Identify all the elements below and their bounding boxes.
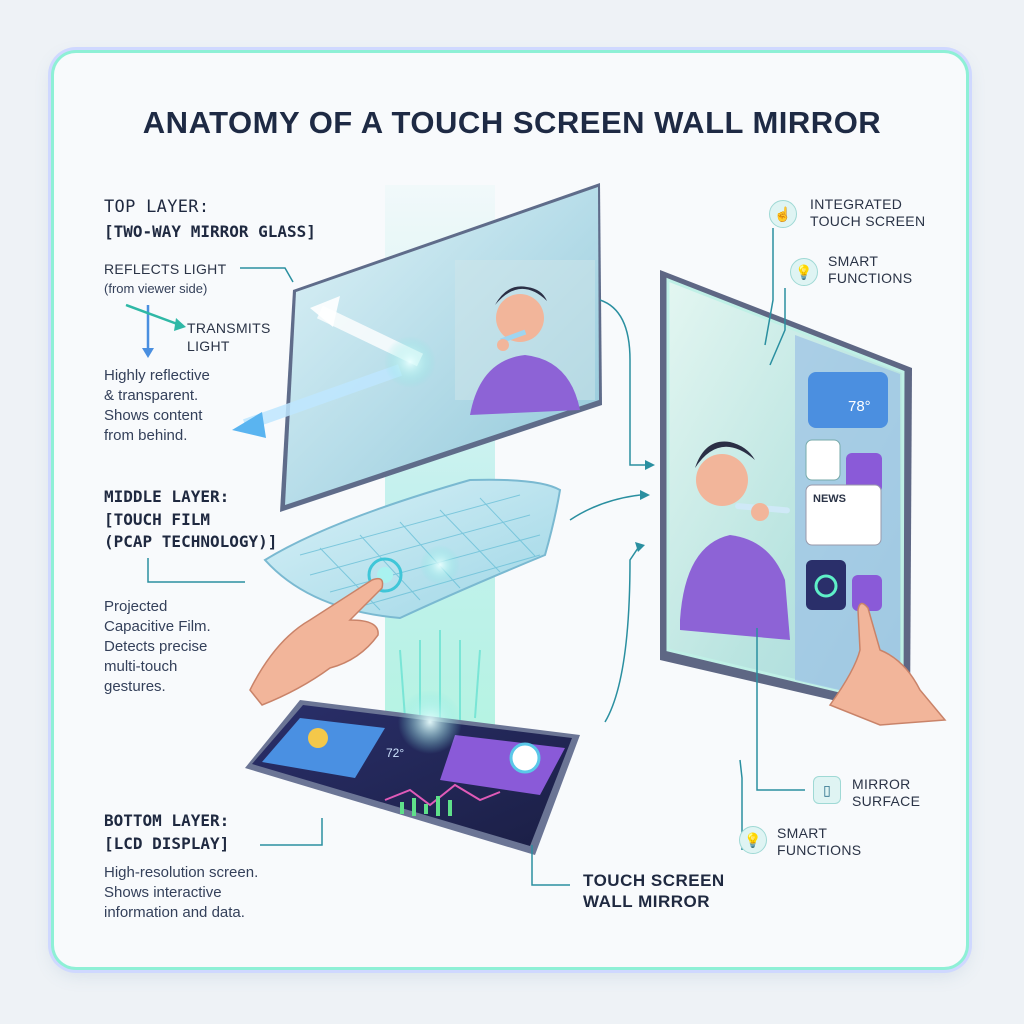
top-layer-subheading: [TWO-WAY MIRROR GLASS] xyxy=(104,222,316,241)
top-layer-desc-3: Shows content xyxy=(104,407,203,424)
integrated-touch-label-2: TOUCH SCREEN xyxy=(810,213,926,229)
lightbulb-icon: 💡 xyxy=(739,826,767,854)
top-layer-desc-2: & transparent. xyxy=(104,387,199,404)
hand-right xyxy=(828,602,947,726)
bottom-layer-desc-3: information and data. xyxy=(104,904,245,921)
mirror-surface-label-2: SURFACE xyxy=(852,793,921,809)
bottom-layer-heading: BOTTOM LAYER: xyxy=(104,811,230,830)
top-layer-desc-1: Highly reflective xyxy=(104,367,210,384)
wall-mirror-label-1: TOUCH SCREEN xyxy=(583,871,725,890)
lcd-display-layer xyxy=(245,690,580,855)
smart-functions-bottom-1: SMART xyxy=(777,825,828,841)
bottom-layer-subheading: [LCD DISPLAY] xyxy=(104,834,230,853)
wall-mirror-device xyxy=(660,270,912,718)
middle-layer-subheading-1: [TOUCH FILM xyxy=(104,510,210,529)
mirror-temperature: 78° xyxy=(848,398,871,415)
transmits-label-1: TRANSMITS xyxy=(187,320,271,336)
mirror-surface-label-1: MIRROR xyxy=(852,776,911,792)
tablet-icon: ▯ xyxy=(813,776,841,804)
middle-layer-desc-2: Capacitive Film. xyxy=(104,618,211,635)
reflects-light-sub: (from viewer side) xyxy=(104,281,208,296)
smart-functions-bottom-2: FUNCTIONS xyxy=(777,842,862,858)
top-layer-heading: TOP LAYER: xyxy=(104,197,210,217)
lcd-temperature: 72° xyxy=(386,746,405,760)
lightbulb-icon: 💡 xyxy=(790,258,818,286)
smart-functions-top-1: SMART xyxy=(828,253,879,269)
page-title: ANATOMY OF A TOUCH SCREEN WALL MIRROR xyxy=(142,105,882,140)
hand-left xyxy=(249,577,384,706)
top-layer-desc-4: from behind. xyxy=(104,427,188,444)
middle-layer-subheading-2: (PCAP TECHNOLOGY)] xyxy=(104,532,278,551)
reflects-light-label: REFLECTS LIGHT xyxy=(104,261,227,277)
news-label: NEWS xyxy=(813,493,846,505)
integrated-touch-label-1: INTEGRATED xyxy=(810,196,903,212)
middle-layer-desc-1: Projected xyxy=(104,598,168,615)
bottom-layer-desc-1: High-resolution screen. xyxy=(104,864,259,881)
middle-layer-desc-5: gestures. xyxy=(104,678,166,695)
touch-hand-icon: ☝ xyxy=(769,200,797,228)
middle-layer-desc-3: Detects precise xyxy=(104,638,208,655)
leader-lines xyxy=(147,228,805,886)
two-way-mirror-glass xyxy=(232,183,602,512)
middle-layer-desc-4: multi-touch xyxy=(104,658,178,675)
wall-mirror-label-2: WALL MIRROR xyxy=(583,892,711,911)
transmits-label-2: LIGHT xyxy=(187,338,230,354)
middle-layer-heading: MIDDLE LAYER: xyxy=(104,487,230,506)
bottom-layer-desc-2: Shows interactive xyxy=(104,884,222,901)
smart-functions-top-2: FUNCTIONS xyxy=(828,270,913,286)
